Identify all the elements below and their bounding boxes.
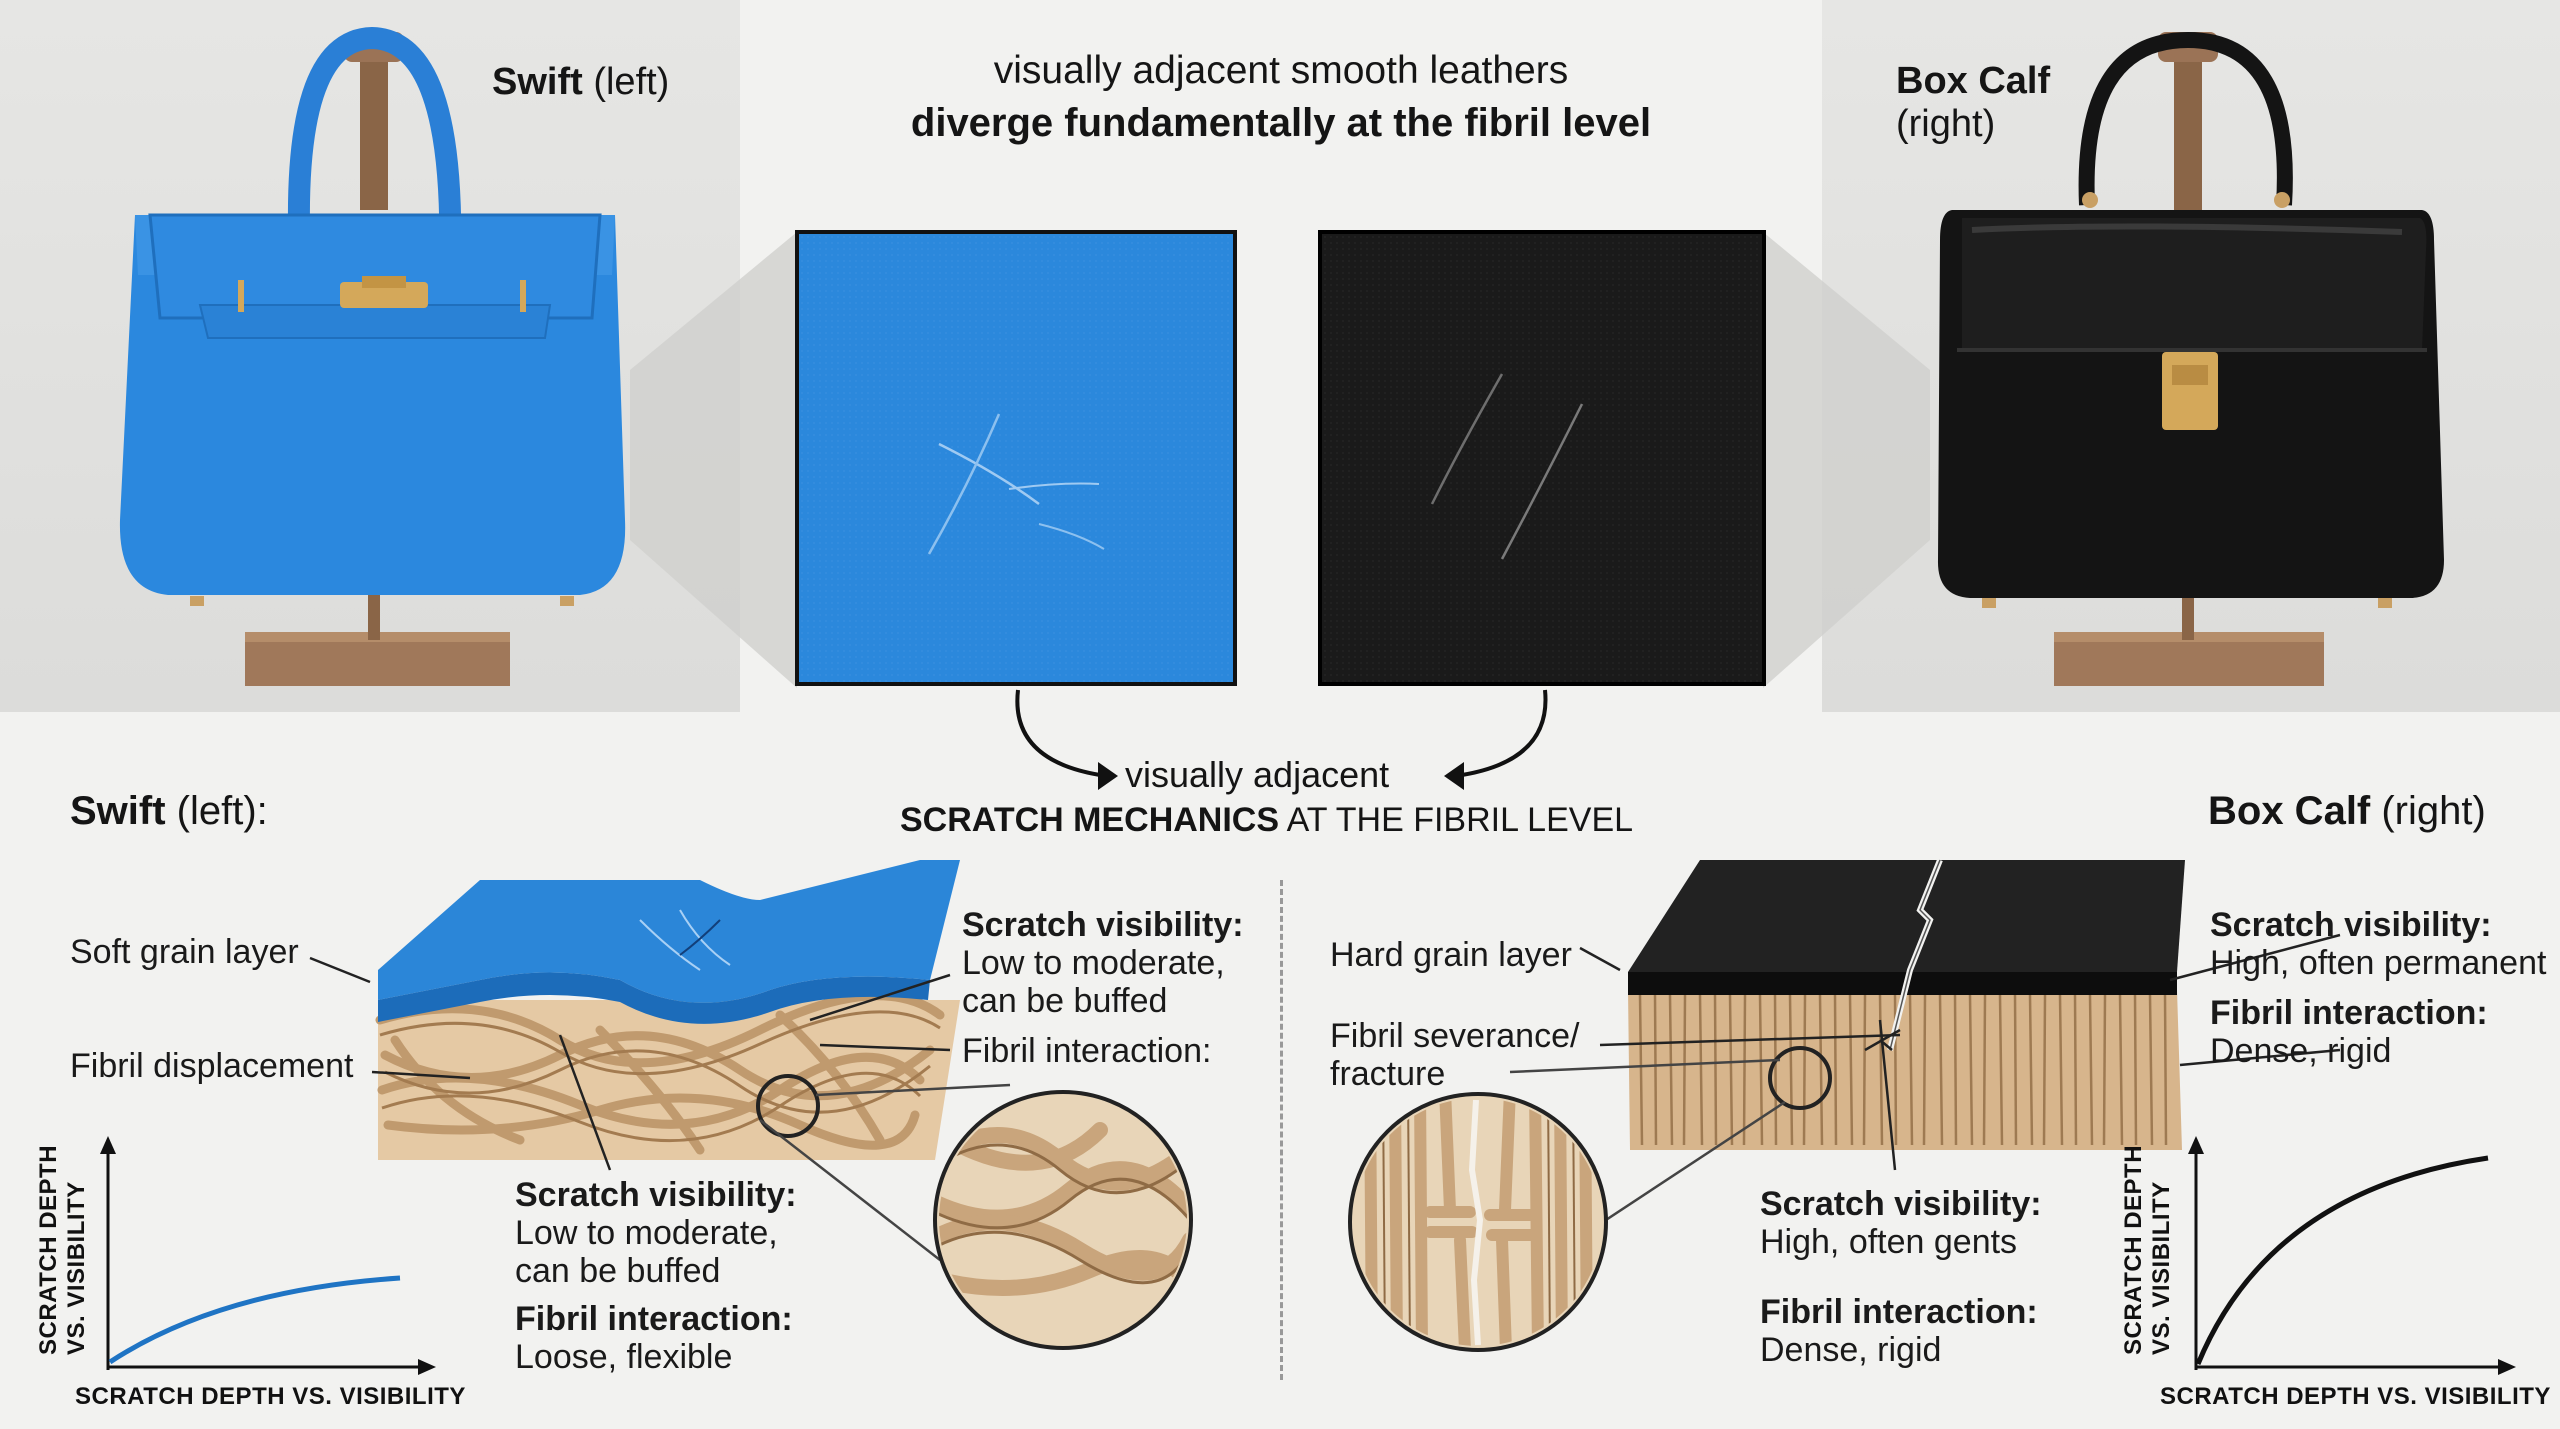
boxcalf-callout-upper-title: Scratch visibility: <box>2210 906 2492 944</box>
swift-callout-lower-line1: Low to moderate, <box>515 1214 778 1253</box>
swift-callout-upper-line1: Low to moderate, <box>962 944 1225 983</box>
boxcalf-cross-section <box>1348 858 2341 1352</box>
boxcalf-leather-swatch <box>1318 230 1766 686</box>
boxcalf-bag-label-bold: Box Calf <box>1896 60 2051 102</box>
boxcalf-bag-label-rest: (right) <box>1896 102 1996 145</box>
boxcalf-section-heading-rest: (right) <box>2370 789 2486 833</box>
swift-section-heading-rest: (left): <box>165 789 268 833</box>
boxcalf-depth-visibility-chart <box>2188 1136 2516 1375</box>
headline-line1: visually adjacent smooth leathers <box>993 49 1569 92</box>
boxcalf-swatch-scratches <box>1430 373 1584 560</box>
swift-bag-label-bold: Swift <box>492 61 583 103</box>
swift-swatch-scratches <box>927 413 1105 555</box>
swift-bag-label: Swift (left) <box>492 60 669 105</box>
swift-callout-upper-fibril: Fibril interaction: <box>962 1032 1212 1071</box>
boxcalf-section-heading-bold: Box Calf <box>2208 789 2371 833</box>
boxcalf-callout-lower-fibril-title: Fibril interaction: <box>1760 1293 2038 1332</box>
swift-leather-swatch <box>795 230 1237 686</box>
swift-callout-lower-title: Scratch visibility: <box>515 1176 797 1214</box>
boxcalf-y-axis-line1: SCRATCH DEPTH <box>2120 1144 2147 1355</box>
boxcalf-callout-lower-title: Scratch visibility: <box>1760 1185 2042 1223</box>
swift-label-fibril: Fibril displacement <box>70 1047 354 1085</box>
boxcalf-chart-y-axis-label: SCRATCH DEPTH VS. VISIBILITY <box>2120 1145 2175 1355</box>
boxcalf-callout-lower-fibril-val: Dense, rigid <box>1760 1331 1942 1370</box>
boxcalf-callout-upper-val: High, often permanent <box>2210 944 2547 983</box>
swift-callout-lower: Scratch visibility: Low to moderate, can… <box>515 1176 797 1376</box>
connector-arrows <box>1015 689 1548 790</box>
headline: visually adjacent smooth leathers diverg… <box>740 48 1822 147</box>
boxcalf-bag-illustration <box>1937 31 2444 686</box>
swift-callout-upper: Scratch visibility: Low to moderate, can… <box>962 906 1244 1070</box>
boxcalf-y-axis-line2: VS. VISIBILITY <box>2147 1181 2175 1355</box>
swift-cross-section <box>309 860 1193 1350</box>
swift-callout-upper-title: Scratch visibility: <box>962 906 1244 944</box>
boxcalf-callout-upper-fibril-title: Fibril interaction: <box>2210 994 2488 1033</box>
swift-y-axis-line2: VS. VISIBILITY <box>62 1181 90 1355</box>
swift-section-heading: Swift (left): <box>70 788 268 835</box>
zoom-projection-wedges <box>630 232 1930 688</box>
connector-line1: visually adjacent <box>1125 754 1390 795</box>
swift-chart-x-axis-label: SCRATCH DEPTH VS. VISIBILITY <box>75 1383 466 1410</box>
headline-line2: diverge fundamentally at the fibril leve… <box>910 101 1652 146</box>
swift-bag-illustration <box>119 26 626 686</box>
boxcalf-label-fracture-line2: fracture <box>1330 1055 1446 1094</box>
boxcalf-bag-label: Box Calf (right) <box>1896 60 2050 145</box>
boxcalf-chart-x-axis-label: SCRATCH DEPTH VS. VISIBILITY <box>2160 1383 2551 1410</box>
swift-y-axis-line1: SCRATCH DEPTH <box>35 1144 62 1355</box>
connector-line2-bold: SCRATCH MECHANICS <box>900 801 1280 839</box>
connector-line2-rest: AT THE FIBRIL LEVEL <box>1279 801 1634 839</box>
swift-label-grain: Soft grain layer <box>70 933 299 971</box>
boxcalf-label-grain: Hard grain layer <box>1330 936 1572 974</box>
boxcalf-section-heading: Box Calf (right) <box>2208 788 2486 835</box>
boxcalf-label-fracture-line1: Fibril severance/ <box>1330 1017 1580 1055</box>
section-divider <box>1280 880 1283 1380</box>
connector-line2: SCRATCH MECHANICS AT THE FIBRIL LEVEL <box>900 800 1633 840</box>
swift-bag-label-rest: (left) <box>582 61 670 103</box>
swift-callout-lower-line2: can be buffed <box>515 1252 721 1291</box>
boxcalf-callout-upper: Scratch visibility: High, often permanen… <box>2210 906 2546 1070</box>
swift-callout-lower-fibril-title: Fibril interaction: <box>515 1300 793 1339</box>
boxcalf-callout-upper-fibril-val: Dense, rigid <box>2210 1032 2392 1071</box>
swift-callout-upper-line2: can be buffed <box>962 982 1168 1021</box>
swift-depth-visibility-chart <box>100 1136 436 1375</box>
swift-section-heading-bold: Swift <box>70 789 166 833</box>
swift-chart-y-axis-label: SCRATCH DEPTH VS. VISIBILITY <box>35 1145 90 1355</box>
boxcalf-callout-lower: Scratch visibility: High, often gents Fi… <box>1760 1185 2042 1369</box>
swift-callout-lower-fibril-val: Loose, flexible <box>515 1338 733 1377</box>
boxcalf-callout-lower-val: High, often gents <box>1760 1223 2018 1262</box>
boxcalf-label-fracture: Fibril severance/ fracture <box>1330 1017 1579 1093</box>
